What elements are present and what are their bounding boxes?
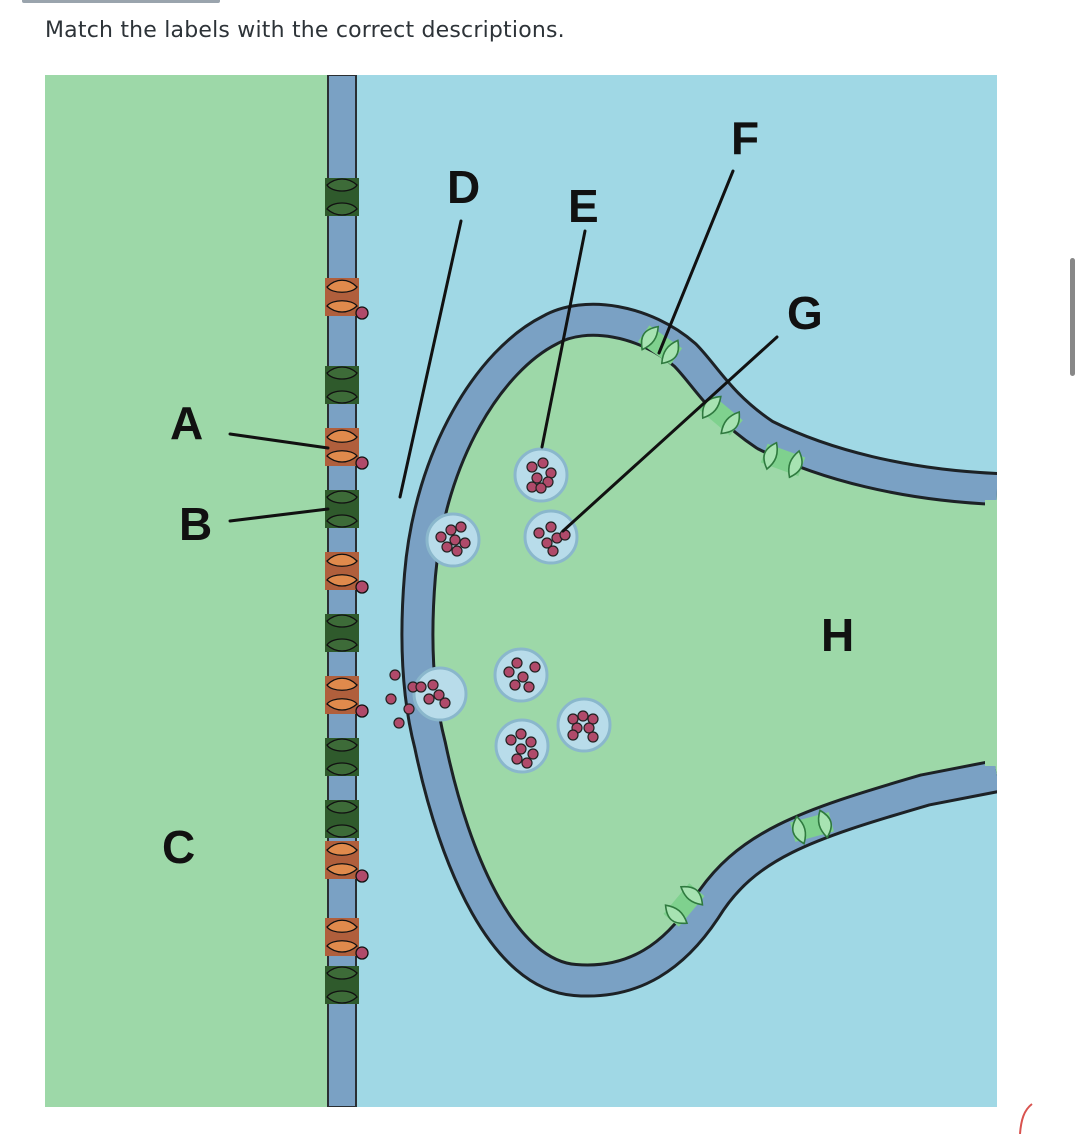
vesicle [513, 447, 569, 503]
receptor-dark [324, 965, 360, 1005]
label-A: A [170, 397, 203, 449]
scrollbar[interactable] [1070, 258, 1075, 376]
top-tab-indicator [22, 0, 220, 3]
receptor-dark [324, 737, 360, 777]
vesicle [556, 697, 612, 753]
receptor-dark [324, 613, 360, 653]
label-E: E [568, 180, 599, 232]
vesicle [523, 509, 579, 565]
leader-lines [228, 169, 779, 533]
label-C: C [162, 821, 195, 873]
receptor-dark [324, 365, 360, 405]
annotation-mark [1019, 1103, 1033, 1134]
label-F: F [731, 112, 759, 164]
receptor-dark [324, 799, 360, 839]
vesicle [494, 718, 550, 774]
label-G: G [787, 287, 823, 339]
receptor-dark [324, 489, 360, 529]
presynaptic-membrane [403, 305, 997, 995]
postsynaptic-cell [45, 75, 343, 1107]
axon-interior [985, 500, 997, 766]
vesicle [425, 512, 481, 568]
vesicle [412, 666, 468, 722]
question-instruction: Match the labels with the correct descri… [45, 18, 565, 43]
synapse-diagram: A B C D E F G H [45, 75, 997, 1107]
vesicle [493, 647, 549, 703]
receptor-dark [324, 177, 360, 217]
label-H: H [821, 609, 854, 661]
label-D: D [447, 161, 480, 213]
label-B: B [179, 498, 212, 550]
